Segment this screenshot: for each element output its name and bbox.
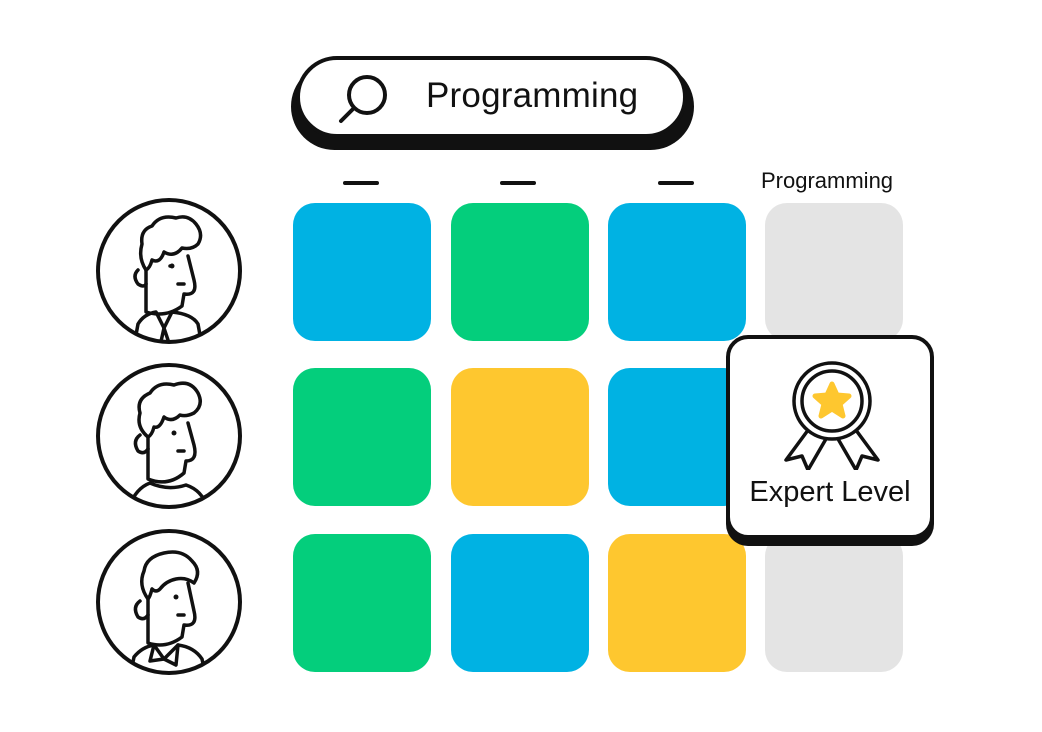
skill-tile-r2-c3[interactable] [608, 368, 746, 506]
search-icon [336, 72, 392, 124]
badge-label: Expert Level [749, 476, 911, 508]
skill-tile-r2-c1[interactable] [293, 368, 431, 506]
avatar-person-3 [94, 527, 244, 677]
column-header-1 [343, 181, 379, 185]
skill-tile-r3-c1[interactable] [293, 534, 431, 672]
avatar-person-1 [94, 196, 244, 346]
person-with-collar-icon [96, 529, 242, 675]
skill-tile-r2-c2[interactable] [451, 368, 589, 506]
award-ribbon-star-icon [780, 360, 884, 472]
skill-tile-r1-c3[interactable] [608, 203, 746, 341]
skill-tile-r1-c4[interactable] [765, 203, 903, 341]
skill-tile-r1-c2[interactable] [451, 203, 589, 341]
skill-tile-r3-c3[interactable] [608, 534, 746, 672]
person-icon [96, 363, 242, 509]
column-header-programming: Programming [761, 168, 894, 193]
skill-tile-r3-c2[interactable] [451, 534, 589, 672]
skill-tile-r1-c1[interactable] [293, 203, 431, 341]
avatar-person-2 [94, 361, 244, 511]
search-bar[interactable] [296, 56, 687, 138]
column-header-3 [658, 181, 694, 185]
column-header-2 [500, 181, 536, 185]
skill-tile-r3-c4[interactable] [765, 534, 903, 672]
search-query[interactable]: Programming [426, 76, 639, 115]
person-with-tie-icon [96, 198, 242, 344]
